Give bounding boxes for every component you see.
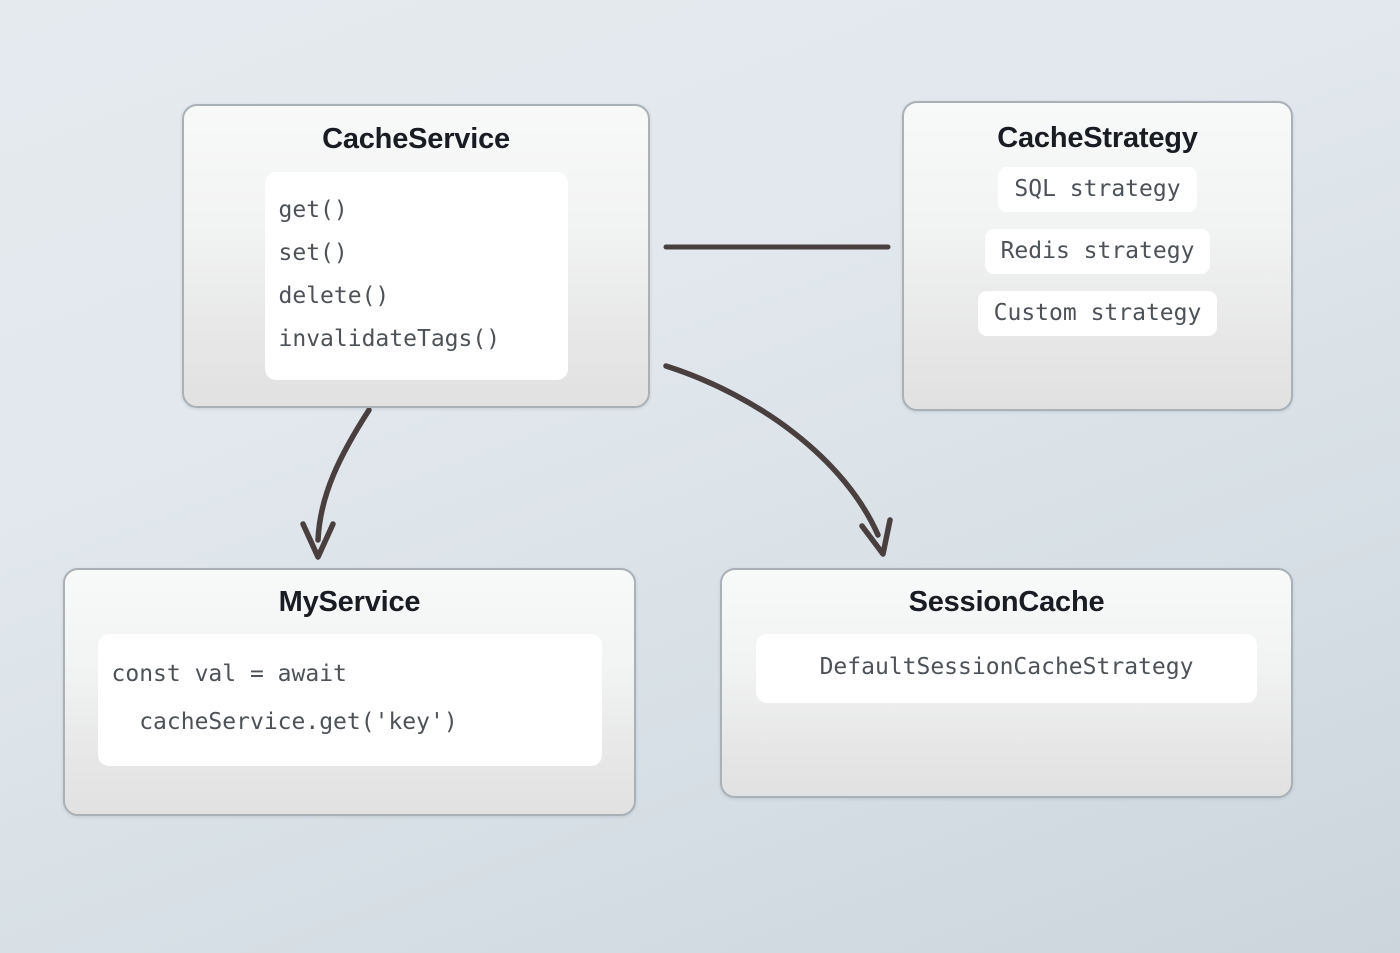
card-cache-service[interactable]: CacheService get() set() delete() invali… [182,104,650,408]
card-title-my-service: MyService [278,586,421,618]
method-item: invalidateTags() [278,325,501,352]
method-item: set() [278,239,348,266]
strategy-item-redis: Redis strategy [984,228,1211,274]
strategy-item-custom: Custom strategy [977,290,1218,336]
connector-cache-service-to-my-service [315,407,372,543]
card-title-cache-service: CacheService [322,123,510,155]
code-line: DefaultSessionCacheStrategy [819,653,1194,680]
card-my-service[interactable]: MyService const val = await cacheService… [63,568,636,816]
cache-service-method-list: get() set() delete() invalidateTags() [264,171,568,380]
method-item: delete() [278,282,390,309]
card-title-cache-strategy: CacheStrategy [997,122,1198,154]
cache-strategy-list: SQL strategy Redis strategy Custom strat… [977,166,1218,336]
card-title-session-cache: SessionCache [908,586,1105,618]
strategy-item-sql: SQL strategy [998,166,1197,212]
code-line: const val = await [111,660,347,687]
connector-cache-service-to-session-cache [663,363,881,538]
method-item: get() [278,196,348,223]
arrowhead-session-cache [859,517,893,557]
arrowhead-my-service [300,521,336,560]
my-service-code-snippet: const val = await cacheService.get('key'… [97,633,602,766]
card-session-cache[interactable]: SessionCache DefaultSessionCacheStrategy [720,568,1293,798]
card-cache-strategy[interactable]: CacheStrategy SQL strategy Redis strateg… [902,101,1293,411]
session-cache-code-snippet: DefaultSessionCacheStrategy [756,633,1257,703]
code-line: cacheService.get('key') [111,708,458,735]
